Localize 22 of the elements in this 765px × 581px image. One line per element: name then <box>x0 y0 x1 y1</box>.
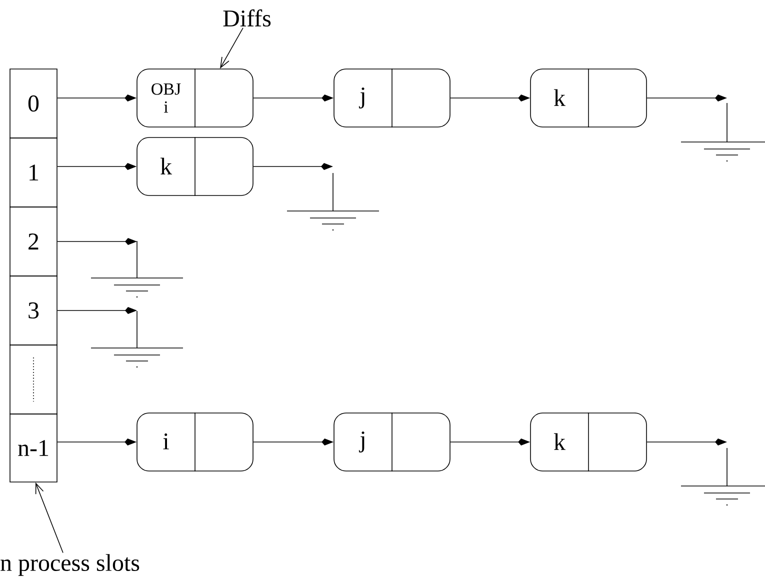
ground-symbol <box>286 172 380 231</box>
list-node: k <box>136 136 254 196</box>
list-node: k <box>530 412 647 472</box>
list-node: OBJ i <box>136 68 254 128</box>
ground-symbol <box>90 310 184 368</box>
list-node: j <box>334 412 450 472</box>
list-node: j <box>334 68 450 128</box>
ground-symbol <box>680 102 765 162</box>
list-node: i <box>136 412 254 472</box>
slot-cell: 3 <box>10 276 58 346</box>
leader-line <box>35 482 64 554</box>
ground-symbol <box>680 448 765 506</box>
leader-line <box>220 28 244 69</box>
list-node: k <box>530 68 647 128</box>
slot-cell: 0 <box>10 68 58 138</box>
dotted-slot-cell <box>10 344 58 414</box>
slot-cell: 1 <box>10 138 58 208</box>
ground-symbol <box>90 240 184 298</box>
slot-cell: n-1 <box>10 414 58 482</box>
slot-cell: 2 <box>10 206 58 276</box>
annotation-text: n process slots <box>0 554 140 576</box>
annotation-text: Diffs <box>223 9 271 27</box>
